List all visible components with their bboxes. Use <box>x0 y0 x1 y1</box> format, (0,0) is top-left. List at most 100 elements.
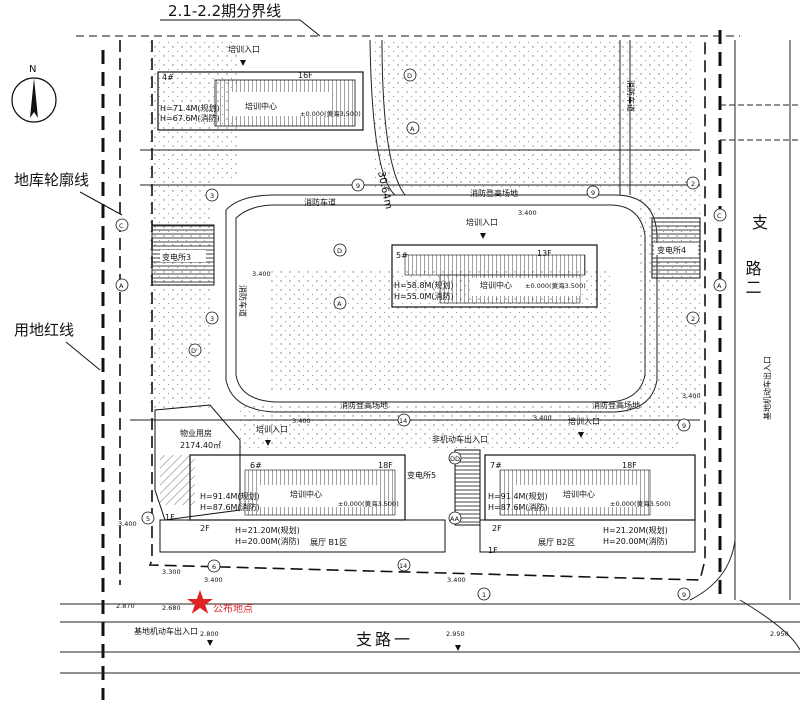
building-6-func: 培训中心 <box>290 489 322 499</box>
grid-1: 1 <box>482 591 486 599</box>
building-7-level: ±0.000(黄海3.500) <box>610 499 671 508</box>
grid-9-4: 9 <box>682 591 686 599</box>
legend-land-redline: 用地红线 <box>14 321 74 339</box>
elev-2: 3.400 <box>252 270 271 278</box>
grid-aa: AA <box>450 515 460 523</box>
road-labels: 支路一 支 路二 基地机动车出入口 基地机动车出入口 非机动车出入口 消防车道 … <box>134 80 772 649</box>
building-7-entry: 培训入口 <box>568 416 600 426</box>
grid-numbers: 3 3 2 2 5 6 9 9 14 14 1 9 9 <box>146 180 695 599</box>
podium-b1-h2: H=20.00M(消防) <box>235 536 300 546</box>
building-4-func: 培训中心 <box>245 101 277 111</box>
elev-14: 3.400 <box>447 576 466 584</box>
building-5-level: ±0.000(黄海3.500) <box>525 281 586 290</box>
elev-9: 2.870 <box>116 602 135 610</box>
building-7-func: 培训中心 <box>563 489 595 499</box>
building-6-entry: 培训入口 <box>256 424 288 434</box>
podium-b2-f2: 2F <box>492 524 502 533</box>
property-room: 物业用房 2174.40㎡ <box>154 404 241 521</box>
building-7: 7# 18F H=91.4M(规划) H=87.6M(消防) 培训中心 ±0.0… <box>484 416 696 521</box>
property-area: 2174.40㎡ <box>180 441 221 450</box>
outer-roads <box>60 40 800 674</box>
grid-a-3: A <box>119 282 124 290</box>
podium-b2: 1F 2F H=21.20M(规划) H=20.00M(消防) 展厅 B2区 <box>479 519 696 555</box>
grid-2-1: 2 <box>691 180 695 188</box>
grid-14-2: 14 <box>399 562 407 570</box>
building-5-entry: 培训入口 <box>466 217 498 227</box>
building-4-level: ±0.000(黄海3.500) <box>300 109 361 118</box>
road-two-bottom: 路二 <box>743 260 762 298</box>
grid-d-1: D <box>407 72 412 80</box>
building-5: 5# 13F H=58.8M(规划) H=55.0M(消防) 培训中心 ±0.0… <box>391 217 598 308</box>
basement-outline <box>119 40 706 585</box>
elev-12: 2.950 <box>446 630 465 638</box>
fire-platform-bottom-left: 消防登高场地 <box>340 400 388 410</box>
publish-point: 公布地点 <box>187 590 253 615</box>
star-icon <box>187 590 213 614</box>
grid-6: 6 <box>212 563 216 571</box>
grid-9-3: 9 <box>682 422 686 430</box>
elevation-markers: 3.400 3.400 3.400 3.400 3.400 3.400 3.40… <box>116 209 789 638</box>
building-5-func: 培训中心 <box>480 280 512 290</box>
building-4-id: 4# <box>162 73 174 82</box>
grid-a-1: A <box>410 125 415 133</box>
grid-2-2: 2 <box>691 315 695 323</box>
building-4-entry: 培训入口 <box>228 44 260 54</box>
elev-4: 3.400 <box>533 414 552 422</box>
grid-d-2: D <box>337 247 342 255</box>
podium-b2-h1: H=21.20M(规划) <box>603 525 668 535</box>
substation-5-label: 变电所5 <box>407 470 436 480</box>
building-4: 4# 16F H=71.4M(规划) H=67.6M(消防) 培训中心 ±0.0… <box>157 44 364 131</box>
grid-a-4: A <box>717 282 722 290</box>
grid-dd: DD <box>450 455 460 463</box>
substation-3: 变电所3 <box>151 224 215 286</box>
grid-9-1: 9 <box>356 182 360 190</box>
building-5-id: 5# <box>396 251 408 260</box>
fire-lane-label: 消防车道 <box>304 197 336 207</box>
building-4-h1: H=71.4M(规划) <box>160 103 220 113</box>
podium-b2-f1: 1F <box>488 546 498 555</box>
podium-b2-h2: H=20.00M(消防) <box>603 536 668 546</box>
elev-6: 3.400 <box>118 520 137 528</box>
podium-b1-h1: H=21.20M(规划) <box>235 525 300 535</box>
north-arrow-icon: N <box>11 64 57 123</box>
building-6-level: ±0.000(黄海3.500) <box>338 499 399 508</box>
substation-3-label: 变电所3 <box>162 252 191 262</box>
building-7-id: 7# <box>490 461 502 470</box>
grid-3-1: 3 <box>210 192 214 200</box>
elev-7: 3.400 <box>204 576 223 584</box>
building-4-h2: H=67.6M(消防) <box>160 113 220 123</box>
road-one-label: 支路一 <box>356 630 413 649</box>
property-name: 物业用房 <box>180 428 212 438</box>
north-label: N <box>29 64 36 75</box>
grid-letters: D A D A C A C A D' DD AA <box>119 72 722 523</box>
substation-4-label: 变电所4 <box>657 245 686 255</box>
fire-platform-bottom-right: 消防登高场地 <box>592 400 640 410</box>
vehicle-entrance-bottom: 基地机动车出入口 <box>134 626 198 636</box>
grid-5: 5 <box>146 515 150 523</box>
elev-3: 3.400 <box>292 417 311 425</box>
elev-1: 3.400 <box>518 209 537 217</box>
building-6-floors: 18F <box>378 461 393 470</box>
building-7-floors: 18F <box>622 461 637 470</box>
building-5-h2: H=55.0M(消防) <box>394 291 454 301</box>
grid-14-1: 14 <box>399 417 407 425</box>
podium-b1-f1: 1F <box>165 513 175 522</box>
podium-b1-f2: 2F <box>200 524 210 533</box>
nonmotor-entrance: 非机动车出入口 <box>432 434 488 444</box>
building-7-h2: H=87.6M(消防) <box>488 502 548 512</box>
elev-8: 3.300 <box>162 568 181 576</box>
land-redline <box>76 30 740 700</box>
building-7-h1: H=91.4M(规划) <box>488 491 548 501</box>
grid-3-2: 3 <box>210 315 214 323</box>
boundary-label: 2.1-2.2期分界线 <box>168 2 281 20</box>
grid-c-1: C <box>119 222 124 230</box>
substation-5: 变电所5 <box>407 449 481 526</box>
elev-10: 2.680 <box>162 604 181 612</box>
building-6-h2: H=87.6M(消防) <box>200 502 260 512</box>
podium-b2-name: 展厅 B2区 <box>538 538 575 547</box>
grid-a-2: A <box>337 300 342 308</box>
elev-13: 2.950 <box>770 630 789 638</box>
legend-basement-outline: 地库轮廓线 <box>14 171 89 189</box>
legend: 地库轮廓线 用地红线 <box>14 171 123 371</box>
